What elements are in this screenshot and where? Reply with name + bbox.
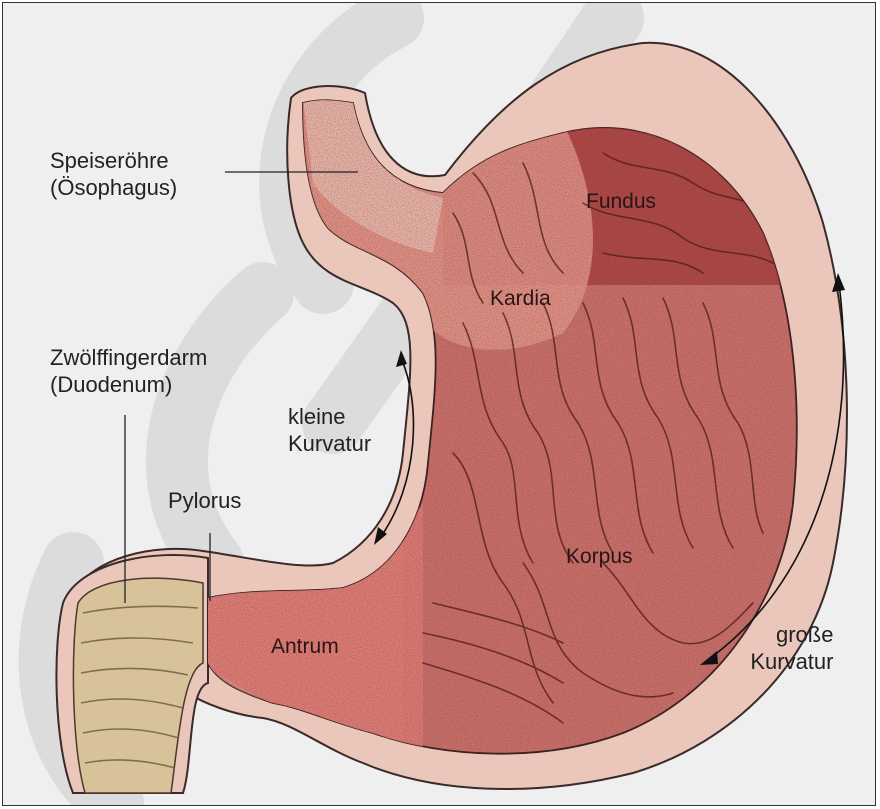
body-label: Korpus xyxy=(566,543,633,570)
pylorus-label: Pylorus xyxy=(168,487,241,514)
duodenum-label: Zwölffingerdarm (Duodenum) xyxy=(50,344,207,398)
esophagus-label: Speiseröhre (Ösophagus) xyxy=(50,147,177,201)
cardia-label: Kardia xyxy=(490,285,551,312)
stomach-illustration xyxy=(3,3,876,806)
fundus-label: Fundus xyxy=(586,188,656,215)
greater-curvature-label: große Kurvatur xyxy=(738,621,833,675)
antrum-label: Antrum xyxy=(271,633,339,660)
lesser-curvature-label: kleine Kurvatur xyxy=(288,403,371,457)
